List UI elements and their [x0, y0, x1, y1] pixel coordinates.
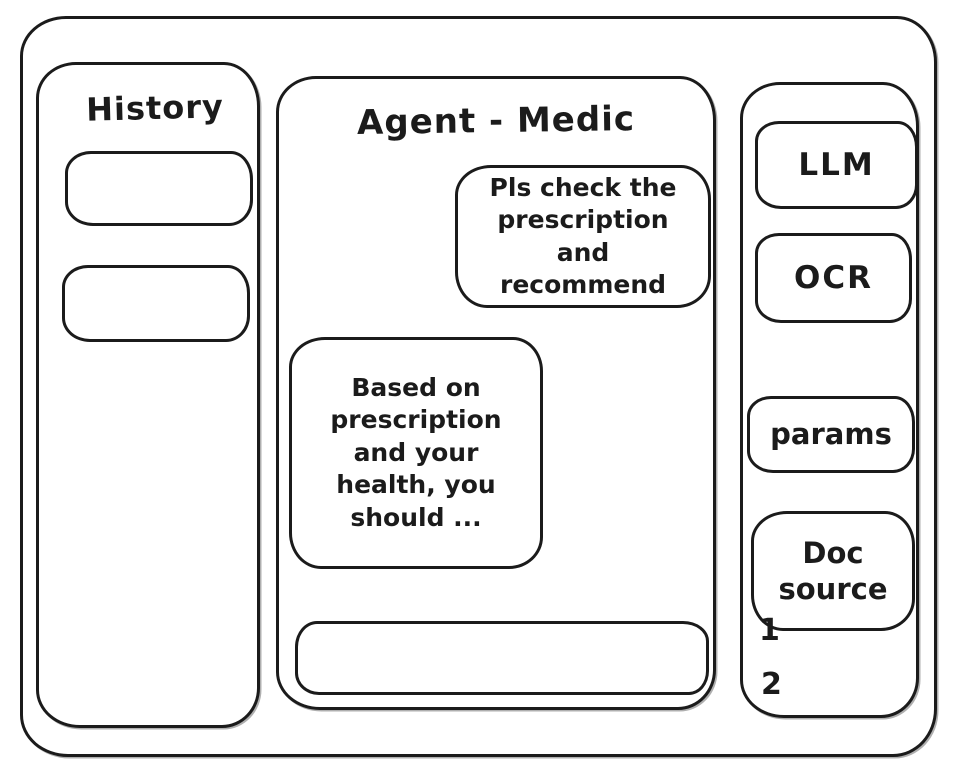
chat-panel: Agent - Medic Pls check the prescription… — [276, 76, 716, 710]
history-item[interactable] — [65, 151, 253, 226]
doc-source-item[interactable]: 1 — [759, 613, 780, 648]
user-message-bubble: Pls check the prescription and recommend — [455, 165, 711, 308]
doc-source-button[interactable]: Doc source — [751, 511, 915, 631]
ocr-button[interactable]: OCR — [755, 233, 912, 323]
tools-sidebar: LLM OCR params Doc source 1 2 — [740, 82, 919, 718]
chat-title: Agent - Medic — [356, 99, 636, 143]
message-input[interactable] — [295, 621, 709, 695]
history-title: History — [85, 87, 225, 129]
assistant-message-bubble: Based on prescription and your health, y… — [289, 337, 543, 569]
history-item[interactable] — [62, 265, 250, 342]
doc-source-item[interactable]: 2 — [761, 667, 782, 702]
params-button[interactable]: params — [747, 396, 915, 473]
history-sidebar: History — [36, 62, 260, 728]
llm-button[interactable]: LLM — [755, 121, 918, 209]
